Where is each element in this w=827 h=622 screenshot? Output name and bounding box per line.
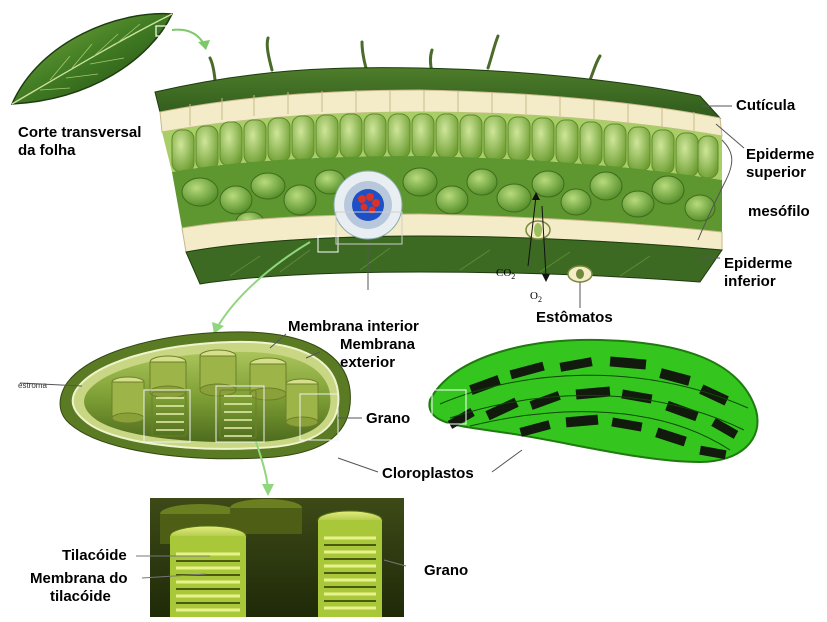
lower-epidermis-label: Epiderme inferior — [724, 255, 792, 291]
lower-epidermis-label-line1: Epiderme — [724, 255, 792, 273]
co2-subscript: 2 — [511, 272, 515, 281]
upper-epidermis-label-line1: Epiderme — [746, 146, 814, 164]
leaf-icon — [12, 14, 172, 104]
zoom-arrow-granum-head — [262, 484, 274, 496]
upper-epidermis-label-line2: superior — [746, 164, 814, 182]
thylakoid-membrane-label-line1: Membrana do — [30, 570, 128, 588]
o2-label: O2 — [530, 287, 542, 309]
stroma-label: estroma — [18, 377, 47, 395]
leaf-cross-section — [155, 36, 722, 290]
o2-symbol: O — [530, 290, 538, 302]
mesophyll-label: mesófilo — [748, 203, 810, 221]
leaf-section-label-line2: da folha — [18, 142, 141, 160]
thylakoid-membrane-label-line2: tilacóide — [30, 588, 128, 606]
upper-epidermis-label: Epiderme superior — [746, 146, 814, 182]
stomata-label: Estômatos — [536, 309, 613, 327]
granum-detail-label: Grano — [424, 562, 468, 580]
granum-label: Grano — [366, 410, 410, 428]
chloroplast-micrograph — [429, 340, 757, 462]
inner-membrane-label: Membrana interior — [288, 318, 419, 336]
lower-epidermis-label-line2: inferior — [724, 273, 792, 291]
zoom-arrow-leaf-head — [198, 40, 210, 50]
co2-symbol: CO — [496, 267, 511, 279]
o2-subscript: 2 — [538, 295, 542, 304]
leaf-section-label-line1: Corte transversal — [18, 124, 141, 142]
outer-membrane-label: Membrana exterior — [340, 336, 415, 372]
outer-membrane-label-line2: exterior — [340, 354, 415, 372]
thylakoid-label: Tilacóide — [62, 547, 127, 565]
chloroplast-cutaway — [60, 332, 350, 459]
chloroplasts-label: Cloroplastos — [382, 465, 474, 483]
co2-label: CO2 — [496, 264, 515, 286]
thylakoid-membrane-label: Membrana do tilacóide — [30, 570, 128, 606]
leaf-section-label: Corte transversal da folha — [18, 124, 141, 160]
granum-detail — [136, 498, 484, 617]
cuticle-label: Cutícula — [736, 97, 795, 115]
outer-membrane-label-line1: Membrana — [340, 336, 415, 354]
